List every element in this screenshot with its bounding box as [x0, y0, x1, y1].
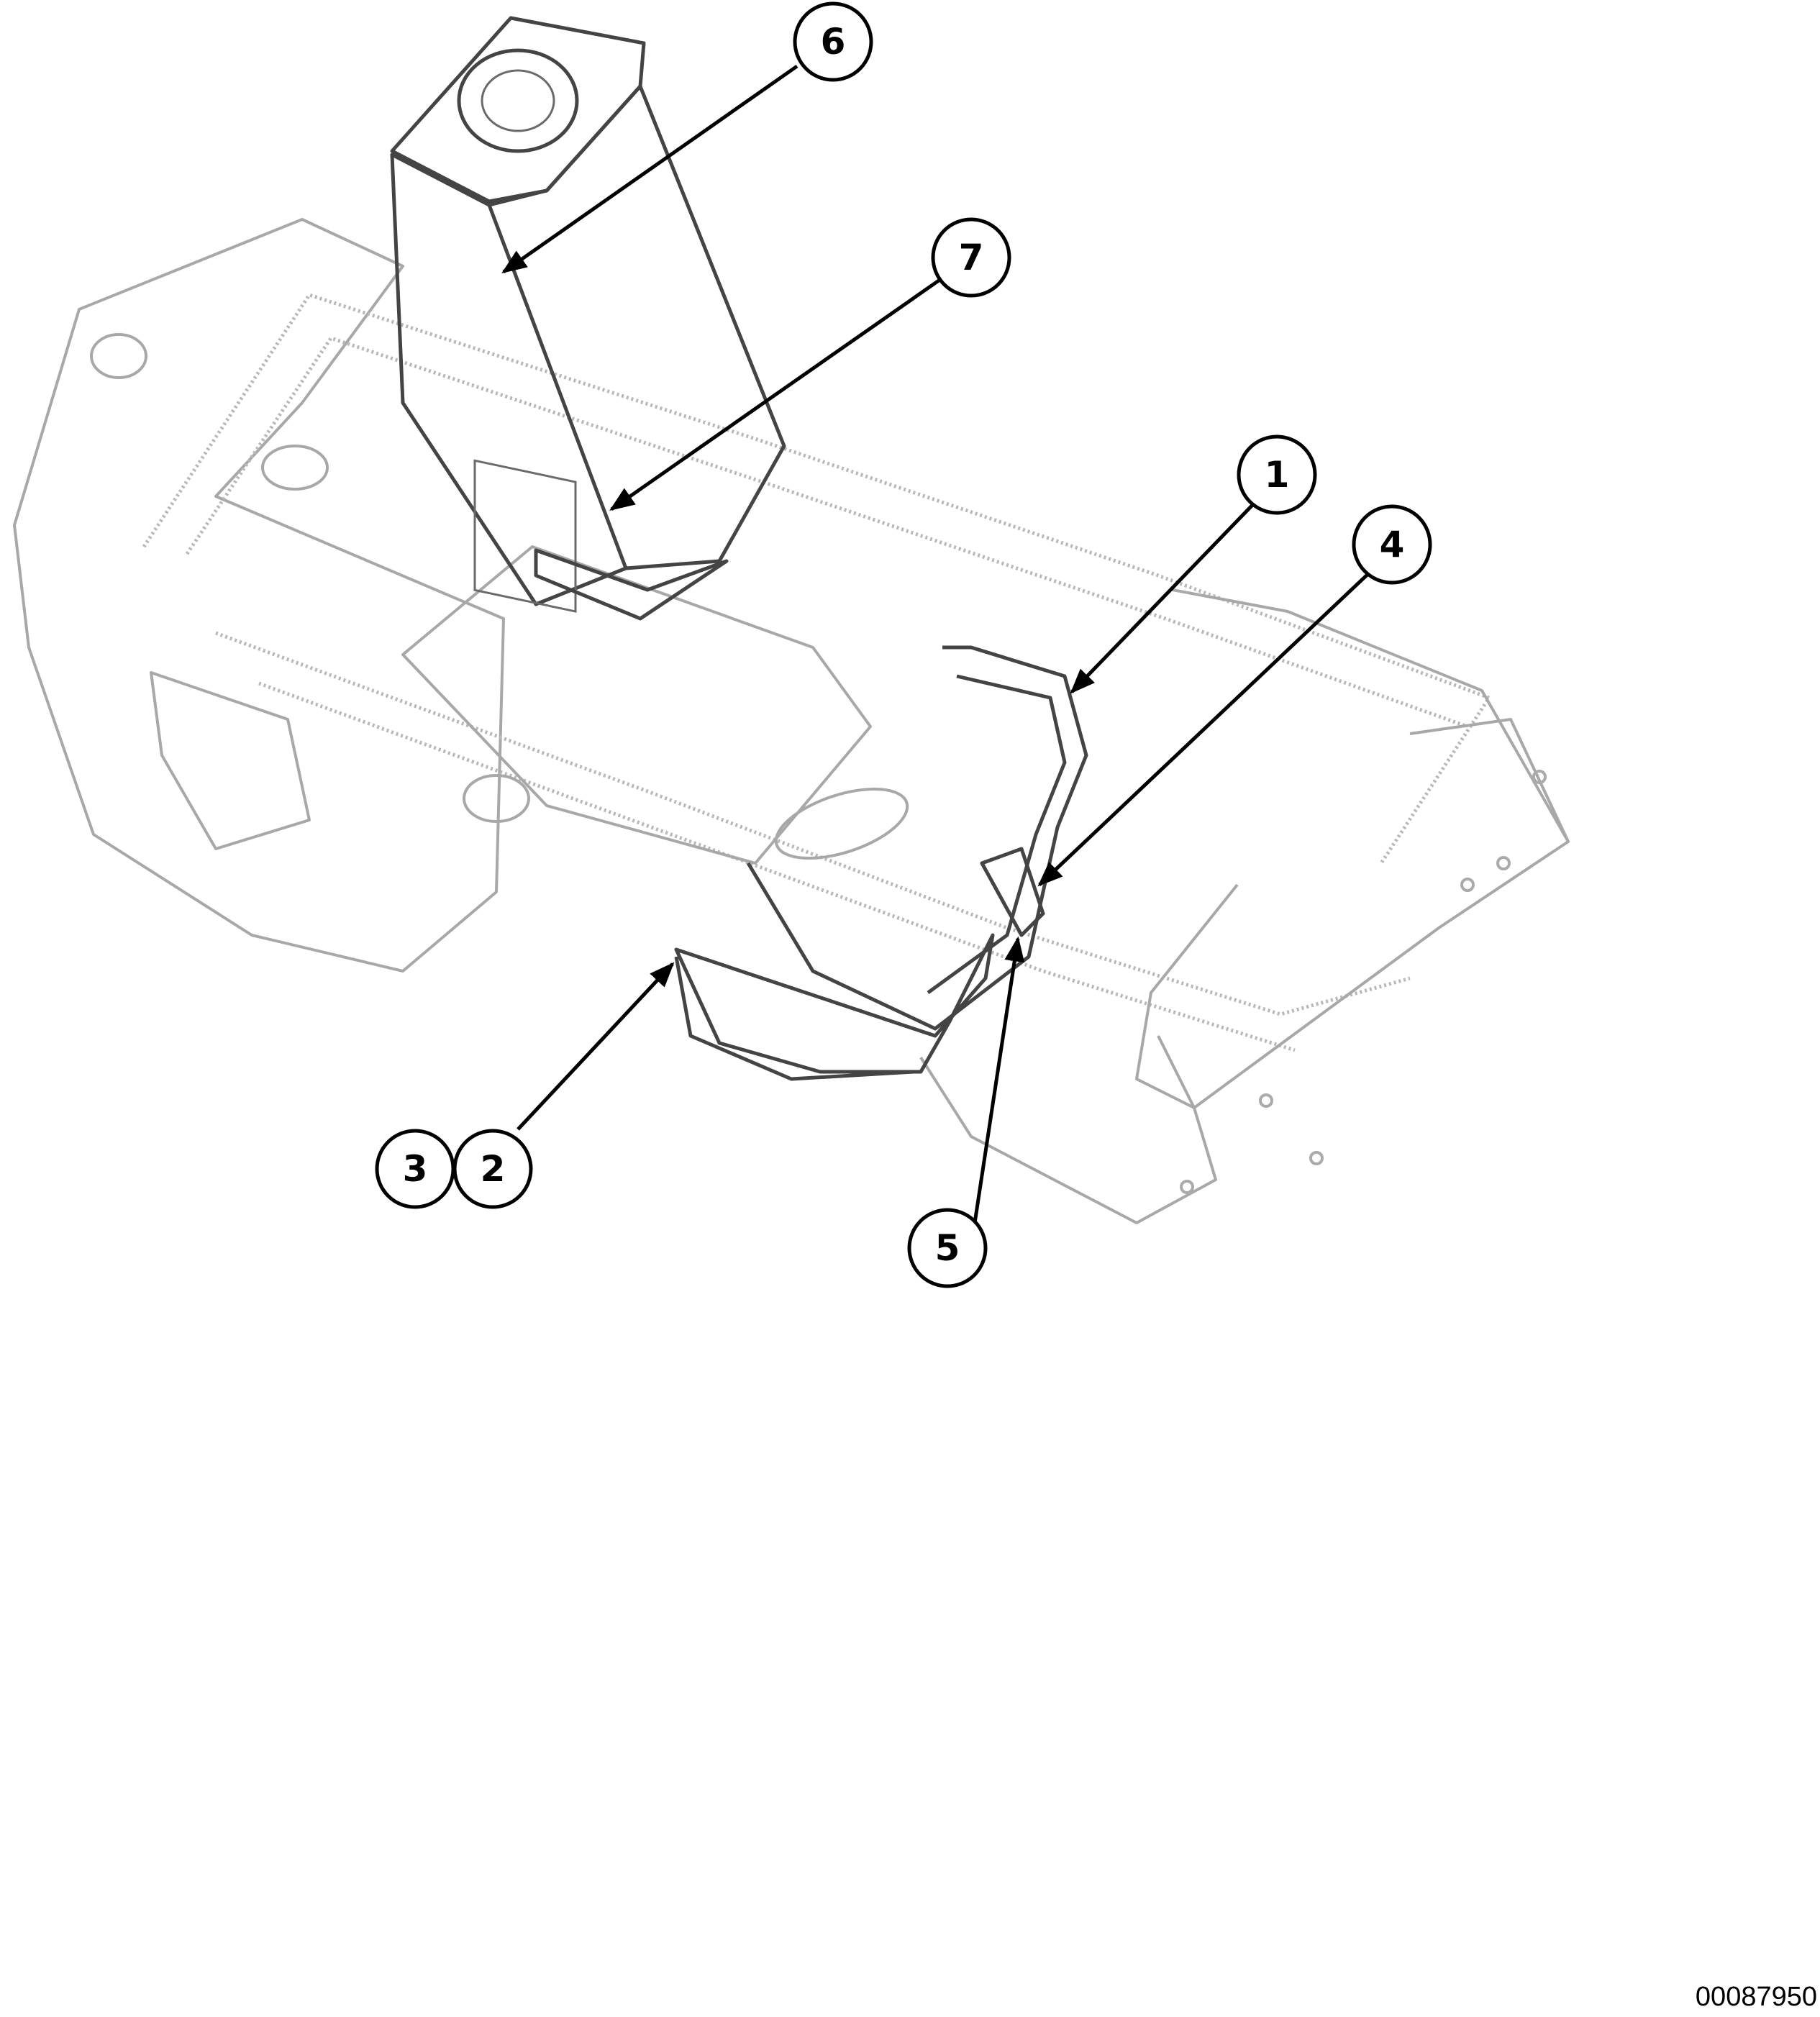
callout-5-label: 5	[935, 1227, 960, 1269]
callout-3-label: 3	[403, 1148, 428, 1190]
callout-5: 5	[907, 1208, 988, 1288]
cradle-front	[674, 956, 914, 1081]
leader-1	[1070, 501, 1257, 694]
frame-left-cutout	[150, 671, 311, 850]
callout-6: 6	[793, 1, 873, 82]
frame-center-pan	[401, 545, 872, 865]
frame-left-hole	[90, 333, 147, 379]
frame-right-box-face	[919, 1035, 1217, 1224]
callout-7: 7	[931, 217, 1011, 298]
frame-lower-rail	[215, 631, 1411, 1016]
strap-bracket	[674, 645, 1088, 1081]
tank-base-flange	[534, 548, 729, 621]
callout-1-label: 1	[1265, 454, 1290, 496]
leader-6	[501, 64, 798, 274]
frame-small-hole	[463, 774, 530, 823]
callout-7-label: 7	[959, 237, 984, 278]
frame-left-plate	[13, 218, 505, 973]
strap-upper	[746, 645, 1088, 1031]
strap-upper-inner	[927, 674, 1067, 995]
callout-2: 2	[452, 1129, 533, 1209]
callout-4: 4	[1352, 504, 1432, 585]
leader-7	[609, 278, 940, 511]
leaders	[501, 64, 1374, 1224]
frame-upper-rail-inner	[185, 336, 1468, 729]
drawing-number: 00087950	[1695, 1982, 1817, 2012]
tank	[390, 16, 786, 621]
leader-2	[517, 962, 675, 1131]
tank-body-front	[390, 152, 628, 606]
callout-3: 3	[375, 1129, 455, 1209]
tank-gauge-panel	[473, 459, 577, 613]
tank-filler-inner	[481, 69, 555, 132]
callout-1: 1	[1237, 434, 1317, 515]
strap-clip	[980, 847, 1045, 937]
frame-right-box	[1135, 588, 1570, 1109]
tank-filler-neck	[457, 48, 579, 153]
frame-right-box-edge	[1409, 718, 1570, 842]
frame-upper-rail	[142, 293, 1491, 865]
cradle-lower	[674, 933, 995, 1074]
frame-center-slot	[774, 787, 909, 860]
frame-lower-rail-inner	[258, 681, 1296, 1052]
frame-bolts	[1180, 770, 1547, 1194]
callout-6-label: 6	[821, 21, 846, 63]
callout-2-label: 2	[481, 1148, 506, 1190]
leader-4	[1037, 568, 1374, 887]
leader-5	[973, 936, 1025, 1224]
tank-body-side	[488, 84, 786, 570]
frame-boss	[261, 445, 329, 491]
machine-frame	[13, 218, 1570, 1224]
callout-4-label: 4	[1380, 524, 1405, 565]
